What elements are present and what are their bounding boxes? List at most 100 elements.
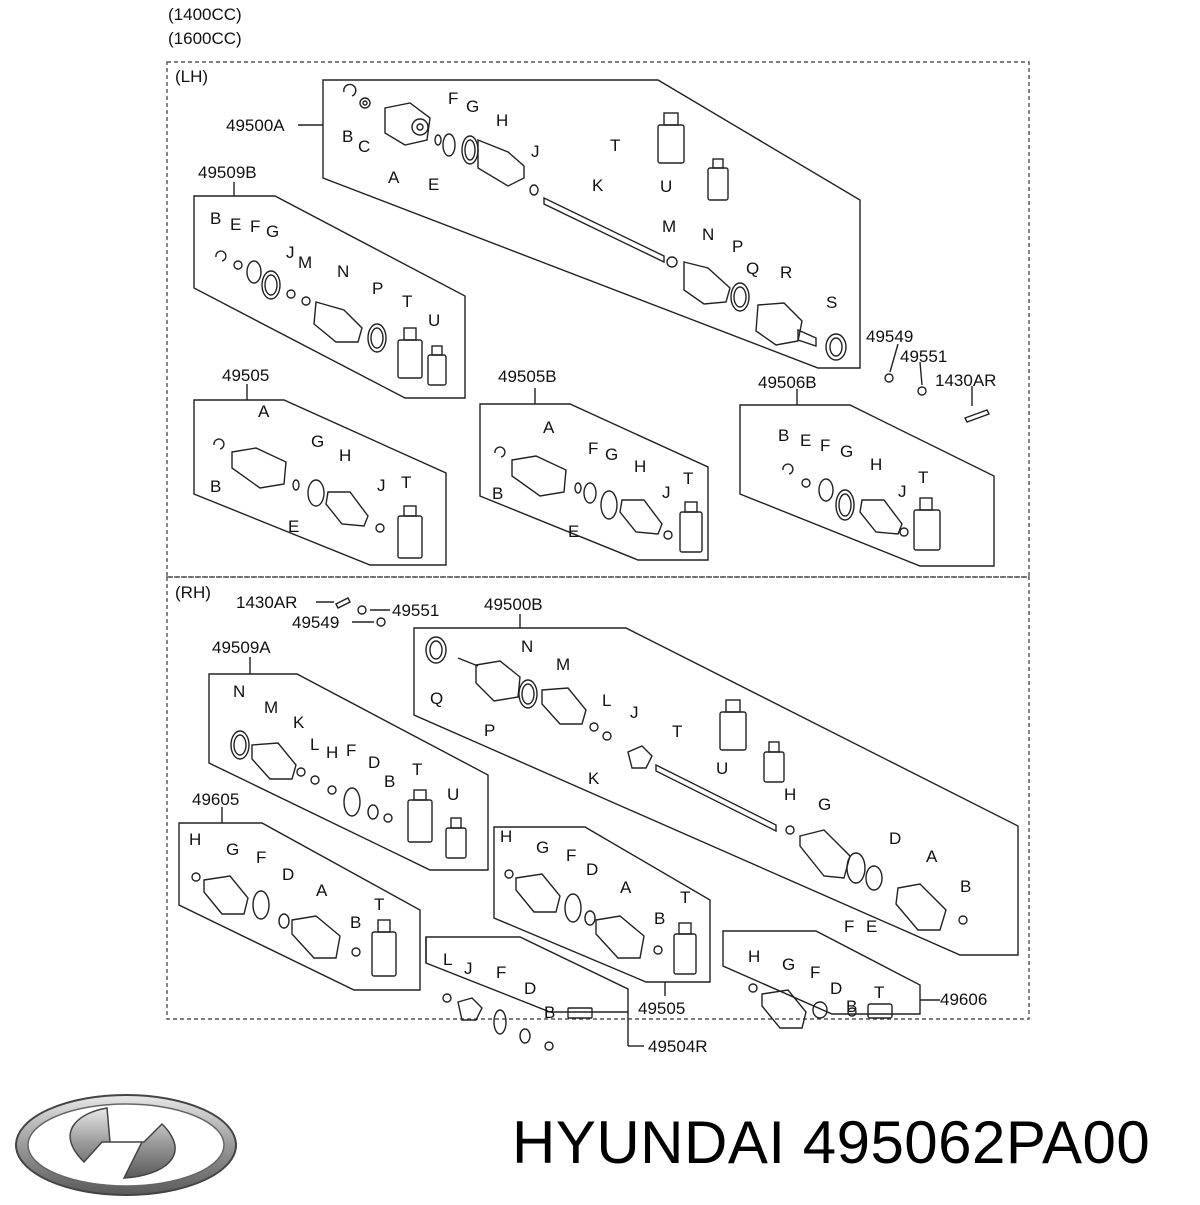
callout-letter-j: J (898, 482, 907, 501)
labels-49505B: B A E F G H J T (492, 418, 693, 541)
callout-letter-a: A (620, 878, 632, 897)
callout-letter-n: N (233, 682, 245, 701)
part-number-49506B: 49506B (758, 373, 817, 392)
exploded-view-lower: 49504R (567, 1001, 893, 1056)
labels-49505-lh: B A E G H J T (210, 402, 411, 536)
callout-letter-m: M (556, 655, 570, 674)
part-number: 495062PA00 (802, 1109, 1151, 1176)
part-number-49504R: 49504R (648, 1037, 708, 1056)
callout-letter-j: J (286, 243, 295, 262)
labels-49500A: B C A E F G H J K M N P Q R S T U (342, 89, 837, 312)
callout-letter-d: D (282, 865, 294, 884)
callout-letter-k: K (592, 176, 604, 195)
callout-letter-b: B (778, 426, 789, 445)
callout-letter-e: E (568, 522, 579, 541)
assembly-49506B (782, 463, 941, 551)
hyundai-logo-icon (15, 1094, 237, 1196)
callout-letter-a: A (258, 402, 270, 421)
callout-letter-h: H (634, 457, 646, 476)
hyundai-logo (12, 1090, 240, 1205)
group-box-49505-rh (493, 826, 711, 983)
callout-letter-f: F (820, 436, 830, 455)
assembly-49505-lh (213, 438, 423, 559)
callout-letter-b: B (960, 877, 971, 896)
callout-letter-a: A (388, 168, 400, 187)
hardware-rh (316, 597, 390, 627)
assembly-49505B (494, 446, 703, 553)
callout-letter-f: F (496, 963, 506, 982)
callout-letter-t: T (918, 468, 928, 487)
callout-letter-r: R (780, 263, 792, 282)
callout-letter-g: G (818, 795, 831, 814)
callout-letter-u: U (447, 785, 459, 804)
assembly-49605 (191, 872, 397, 977)
callout-letter-e: E (800, 431, 811, 450)
labels-49509A: N M K L H F D B T U (233, 682, 459, 804)
labels-49605: H G F D A B T (189, 830, 384, 932)
group-box-49509B (193, 195, 466, 399)
callout-letter-q: Q (746, 259, 759, 278)
rh-frame (166, 576, 1030, 1020)
group-box-49505B (479, 403, 709, 561)
callout-letter-h: H (189, 830, 201, 849)
callout-letter-h: H (870, 455, 882, 474)
callout-letter-g: G (311, 432, 324, 451)
callout-letter-l: L (310, 735, 319, 754)
callout-letter-j: J (377, 476, 386, 495)
labels-49509B: B E F G J M N P T U (210, 209, 440, 330)
callout-letter-q: Q (430, 689, 443, 708)
callout-letter-h: H (326, 743, 338, 762)
assembly-49606 (748, 983, 807, 1029)
callout-letter-f: F (346, 741, 356, 760)
brand-name: HYUNDAI (512, 1109, 786, 1176)
callout-letter-b: B (492, 484, 503, 503)
callout-letter-d: D (368, 753, 380, 772)
group-box-49500B (413, 627, 1019, 956)
assembly-49505-rh (504, 869, 697, 975)
part-number-49500B: 49500B (484, 595, 543, 614)
callout-letter-t: T (680, 888, 690, 907)
callout-letter-t: T (683, 469, 693, 488)
callout-letter-h: H (748, 947, 760, 966)
callout-letter-e: E (866, 917, 877, 936)
callout-letter-n: N (702, 225, 714, 244)
callout-letter-j: J (464, 959, 473, 978)
callout-letter-e: E (230, 215, 241, 234)
lh-label: (LH) (175, 67, 208, 86)
callout-letter-t: T (402, 292, 412, 311)
part-number-49500A: 49500A (226, 116, 285, 135)
callout-letter-m: M (662, 217, 676, 236)
callout-letter-f: F (256, 848, 266, 867)
callout-letter-m: M (298, 253, 312, 272)
callout-letter-u: U (428, 311, 440, 330)
callout-letter-h: H (339, 446, 351, 465)
callout-letter-t: T (374, 895, 384, 914)
rh-label: (RH) (175, 583, 211, 602)
engine-label-1400: (1400CC) (168, 5, 242, 24)
callout-letter-g: G (605, 445, 618, 464)
group-box-49605 (178, 822, 421, 991)
callout-letter-f: F (588, 439, 598, 458)
callout-letter-b: B (654, 909, 665, 928)
callout-letter-t: T (401, 473, 411, 492)
callout-letter-t: T (610, 136, 620, 155)
group-box-49506B (739, 404, 995, 567)
callout-letter-f: F (448, 89, 458, 108)
callout-letter-u: U (660, 177, 672, 196)
callout-letter-c: C (358, 137, 370, 156)
labels-49500B: Q P N M L J K T U H G F E D A B (430, 637, 971, 936)
callout-letter-t: T (672, 722, 682, 741)
part-number-49505-lh: 49505 (222, 366, 269, 385)
assembly-49509A (230, 730, 467, 859)
callout-letter-j: J (531, 142, 540, 161)
callout-letter-t: T (874, 983, 884, 1002)
callout-letter-f: F (566, 846, 576, 865)
callout-letter-t: T (412, 760, 422, 779)
callout-letter-e: E (288, 517, 299, 536)
group-box-49504R (425, 936, 629, 1013)
callout-letter-g: G (226, 840, 239, 859)
callout-letter-s: S (826, 293, 837, 312)
callout-letter-k: K (588, 769, 600, 788)
callout-letter-h: H (784, 785, 796, 804)
